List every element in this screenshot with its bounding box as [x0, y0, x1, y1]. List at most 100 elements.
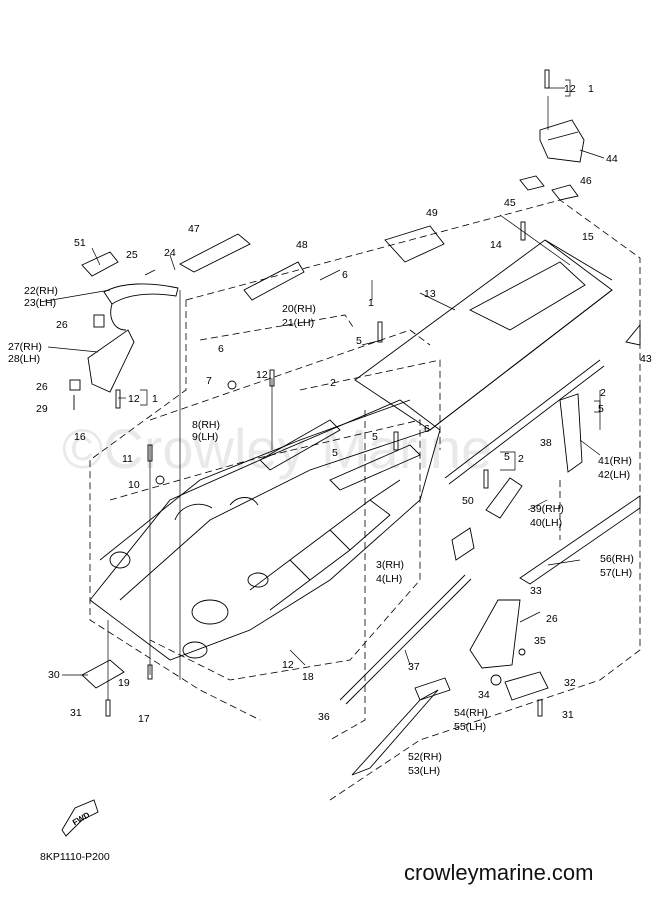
callout: 1: [588, 83, 594, 95]
callout: 5: [504, 451, 510, 463]
callout: 2: [600, 387, 606, 399]
bracket-39-part: [485, 477, 523, 519]
tunnel-top-part: [354, 239, 613, 431]
watermark: ©Crowley Marine: [62, 417, 492, 480]
callout: 27(RH): [8, 341, 42, 353]
side-decal-52-part: [351, 689, 439, 776]
pad-47-part: [179, 233, 251, 273]
callout: 12: [128, 393, 140, 405]
callout: 26: [56, 319, 68, 331]
callout: 41(RH): [598, 455, 632, 467]
dashed-boundaries: [89, 199, 641, 801]
callout: 53(LH): [408, 765, 440, 777]
callout: 28(LH): [8, 353, 40, 365]
callout: 44: [606, 153, 618, 165]
callout: 6: [218, 343, 224, 355]
callout: 51: [74, 237, 86, 249]
callout: 32: [564, 677, 576, 689]
pad-46-part: [551, 184, 579, 201]
callout: 55(LH): [454, 721, 486, 733]
chassis-frame-part: [89, 399, 441, 661]
pad-49-part: [384, 225, 445, 263]
callout: 21(LH): [282, 317, 314, 329]
leader-lines: [39, 79, 605, 700]
callout: 13: [424, 288, 436, 300]
callout: 26: [546, 613, 558, 625]
callout: 12: [256, 369, 268, 381]
callout: 19: [118, 677, 130, 689]
callout: 35: [534, 635, 546, 647]
callout: 12: [564, 83, 576, 95]
callout: 57(LH): [600, 567, 632, 579]
callout: 5: [332, 447, 338, 459]
callout: 5: [598, 403, 604, 415]
callout: 11: [122, 453, 133, 465]
callout: 37: [408, 661, 420, 673]
callout: 4(LH): [376, 573, 402, 585]
callout: 43: [640, 353, 652, 365]
rail-38-part: [444, 359, 605, 485]
callout: 36: [318, 711, 330, 723]
callout: 42(LH): [598, 469, 630, 481]
callout: 29: [36, 403, 48, 415]
callout: 31: [70, 707, 82, 719]
callout: 5: [372, 431, 378, 443]
callout: 33: [530, 585, 542, 597]
rear-bracket-part: [539, 69, 585, 163]
callout: 48: [296, 239, 308, 251]
callout: 40(LH): [530, 517, 562, 529]
left-bracket-parts: [69, 251, 179, 410]
callout: 3(RH): [376, 559, 404, 571]
callout: 50: [462, 495, 474, 507]
pad-45-part: [519, 175, 545, 191]
callout: 30: [48, 669, 60, 681]
callout: 26: [36, 381, 48, 393]
fwd-arrow-icon: [61, 799, 99, 837]
callout: 49: [426, 207, 438, 219]
callout: 17: [138, 713, 150, 725]
callout: 14: [490, 239, 502, 251]
callout: 9(LH): [192, 431, 218, 443]
callout: 1: [368, 297, 374, 309]
callout: 25: [126, 249, 138, 261]
callout: 45: [504, 197, 516, 209]
left-footrest-part: [81, 659, 125, 689]
block-50-part: [451, 527, 475, 561]
callout: 1: [152, 393, 158, 405]
callout: 8(RH): [192, 419, 220, 431]
right-footrest-parts: [414, 599, 549, 701]
callout: 16: [74, 431, 86, 443]
callout: 15: [582, 231, 594, 243]
callout: 46: [580, 175, 592, 187]
callout: 52(RH): [408, 751, 442, 763]
callout: 18: [302, 671, 314, 683]
callout: 10: [128, 479, 140, 491]
fwd-label: FWD: [71, 810, 91, 827]
callout: 47: [188, 223, 200, 235]
callout: 24: [164, 247, 176, 259]
diagram-code: 8KP1110-P200: [40, 851, 110, 863]
callout: 2: [330, 377, 336, 389]
callout: 56(RH): [600, 553, 634, 565]
callout: 5: [356, 335, 362, 347]
callout: 23(LH): [24, 297, 56, 309]
callout: 20(RH): [282, 303, 316, 315]
plate-43-part: [625, 323, 641, 346]
bolts: [105, 221, 543, 717]
callout: 2: [518, 453, 524, 465]
callout: 7: [206, 375, 212, 387]
site-name: crowleymarine.com: [404, 860, 594, 885]
callout: 34: [478, 689, 490, 701]
side-decal-56-part: [519, 495, 641, 585]
pad-48-part: [243, 261, 305, 301]
callout: 22(RH): [24, 285, 58, 297]
callout: 54(RH): [454, 707, 488, 719]
callout: 6: [342, 269, 348, 281]
callout: 31: [562, 709, 574, 721]
tube-37-part: [339, 574, 472, 705]
bracket-41-part: [559, 393, 583, 473]
callout: 39(RH): [530, 503, 564, 515]
callout-labels: 1 12 44 45 46 15 49 14 47 48 51 25 24 6 …: [8, 83, 652, 777]
callout: 6: [424, 423, 430, 435]
